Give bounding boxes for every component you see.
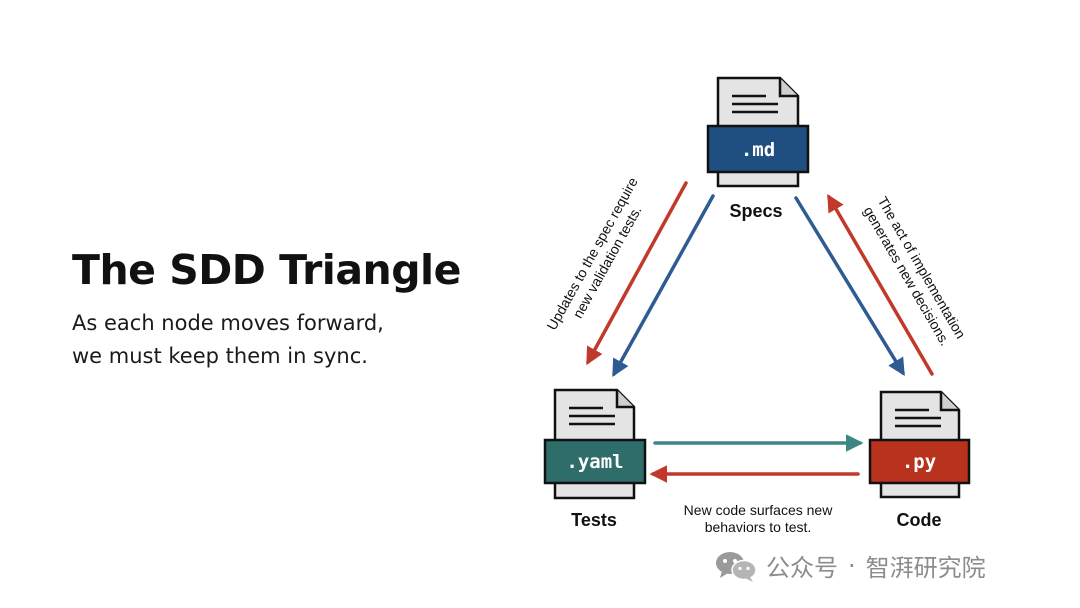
subtitle-line-2: we must keep them in sync. xyxy=(72,344,368,368)
subtitle-line-1: As each node moves forward, xyxy=(72,311,384,335)
arrow-specs-to-tests-blue xyxy=(612,194,715,378)
watermark-account-type: 公众号 xyxy=(766,554,838,582)
wechat-icon xyxy=(716,551,757,582)
specs-node: .md Specs xyxy=(706,76,810,221)
slide-subtitle: As each node moves forward, we must keep… xyxy=(72,307,384,373)
watermark: 公众号 · 智湃研究院 xyxy=(714,548,986,583)
specs-file-extension: .md xyxy=(741,139,775,161)
watermark-account-name: 智湃研究院 xyxy=(865,554,986,582)
left-annotation: Updates to the spec require new validati… xyxy=(543,174,644,332)
tests-file-extension: .yaml xyxy=(566,451,623,473)
arrow-specs-to-tests-red xyxy=(586,181,688,366)
right-annotation-line-1: The act of implementation xyxy=(875,194,969,342)
specs-file-badge xyxy=(706,124,810,174)
tests-file-badge xyxy=(543,438,647,485)
arrow-code-to-specs-red xyxy=(827,193,934,376)
watermark-separator: · xyxy=(848,551,856,580)
code-file-badge xyxy=(868,438,971,485)
code-file-extension: .py xyxy=(902,451,936,473)
left-annotation-line-1: Updates to the spec require xyxy=(543,174,640,332)
code-label: Code xyxy=(897,510,942,530)
tests-node: .yaml Tests xyxy=(543,388,647,530)
specs-label: Specs xyxy=(729,201,782,221)
tests-label: Tests xyxy=(571,510,617,530)
code-node: .py Code xyxy=(868,390,971,530)
slide-title: The SDD Triangle xyxy=(72,246,461,294)
bottom-annotation-line-1: New code surfaces new xyxy=(684,502,834,518)
arrow-specs-to-code-blue xyxy=(794,196,905,376)
bottom-annotation: New code surfaces new behaviors to test. xyxy=(684,502,834,535)
bottom-annotation-line-2: behaviors to test. xyxy=(705,519,812,535)
